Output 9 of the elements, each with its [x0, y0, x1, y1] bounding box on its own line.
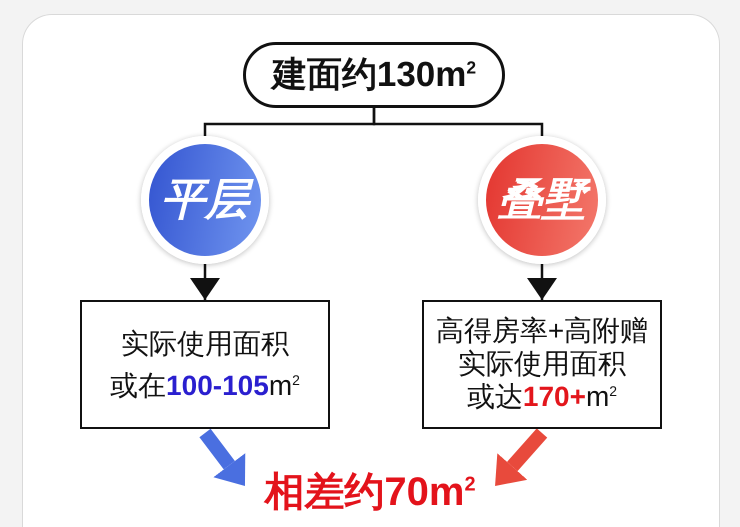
title-pill: 建面约130m$^{2}$: [243, 42, 505, 108]
info-box: 实际使用面积或在100-105m$^{2}$: [80, 300, 330, 429]
result-text: 相差约70m$^{2}$: [245, 460, 495, 524]
block-arrow: [495, 428, 548, 486]
block-arrow: [199, 428, 246, 486]
info-box: 高得房率+高附赠实际使用面积或达170+m$^{2}$: [422, 300, 662, 429]
arrow: [190, 264, 220, 300]
connector-line: [372, 108, 544, 136]
arrow: [527, 264, 557, 300]
